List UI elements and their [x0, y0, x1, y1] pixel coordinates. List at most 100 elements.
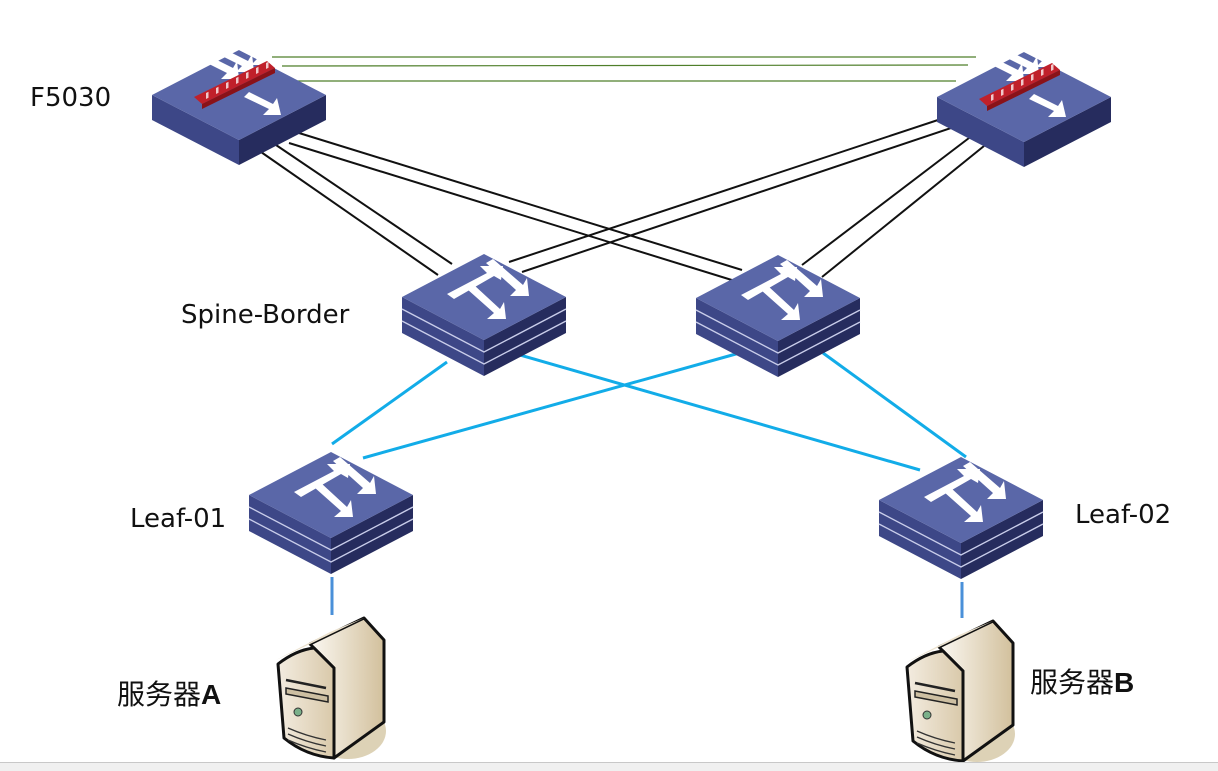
server-power-led: [293, 707, 303, 717]
wall-bar: [194, 61, 275, 104]
arrow-up-icon: [294, 464, 350, 497]
arrow-down-icon: [467, 285, 506, 319]
arrow-icon: [199, 58, 239, 79]
device-side-left: [249, 495, 331, 574]
switch-layer-line: [401, 308, 567, 353]
switch-icon-leaf1[interactable]: [248, 452, 414, 574]
firewall-arrows-icon: [984, 46, 1066, 117]
arrow-icon: [244, 92, 281, 115]
device-top: [152, 50, 326, 140]
server-bay: [914, 681, 956, 693]
wall-bar: [979, 63, 1060, 106]
wall-slot: [206, 91, 209, 99]
wall-slot: [226, 81, 229, 89]
wall-slot: [256, 66, 259, 74]
firewall-arrows-icon: [199, 44, 281, 115]
server-vent: [916, 730, 956, 744]
server-icon-srvA[interactable]: [276, 616, 386, 760]
server-vent: [916, 736, 956, 750]
label-server-b-suffix: B: [1114, 667, 1135, 698]
switch-arrows-icon: [447, 259, 529, 319]
arrow-down-icon: [780, 260, 823, 297]
label-spine-border: Spine-Border: [181, 300, 350, 330]
switch-icon-spine2[interactable]: [695, 255, 861, 377]
arrow-icon: [214, 51, 254, 72]
links-layer: [260, 56, 985, 618]
switch-layer-line: [695, 321, 861, 366]
arrow-down-icon: [963, 462, 1006, 499]
switch-arrows-icon: [294, 457, 376, 517]
arrow-down-icon: [944, 488, 983, 522]
server-icon-srvB[interactable]: [905, 619, 1015, 763]
wall-slot: [1041, 68, 1044, 76]
link-line: [275, 144, 453, 265]
server-bay: [914, 690, 958, 706]
arrow-icon: [229, 44, 269, 65]
wall-slot: [236, 76, 239, 84]
switch-arrows-icon: [924, 462, 1006, 522]
arrow-icon: [1029, 94, 1066, 117]
device-side-left: [152, 95, 239, 165]
switch-layer-line: [401, 320, 567, 365]
arrow-down-icon: [486, 259, 529, 296]
wall-slot: [246, 71, 249, 79]
switch-layer-line: [878, 511, 1044, 556]
device-side-right: [331, 495, 413, 574]
label-server-a-suffix: A: [201, 679, 222, 710]
link-line: [288, 142, 736, 282]
wall-slot: [1011, 83, 1014, 91]
firewall-icon-fw1[interactable]: [152, 44, 326, 165]
arrow-down-icon: [314, 483, 353, 517]
link-line: [298, 132, 743, 271]
link-spine1-leaf2: [505, 349, 921, 472]
wall-slot: [1051, 63, 1054, 72]
device-side-left: [696, 298, 778, 377]
wall-slot: [1021, 78, 1024, 86]
arrow-up-icon: [447, 266, 503, 299]
label-f5030: F5030: [30, 83, 112, 113]
switch-icon-leaf2[interactable]: [878, 457, 1044, 579]
switch-layer-line: [695, 309, 861, 354]
label-server-b: 服务器B: [1030, 661, 1134, 701]
link-fw1-spine1: [260, 144, 453, 276]
devices-layer: [152, 44, 1111, 763]
firewall-wall-icon: [979, 63, 1060, 111]
link-line: [521, 125, 958, 273]
link-spine2-leaf1: [362, 350, 744, 460]
arrow-down-icon: [333, 457, 376, 494]
server-vent: [287, 739, 327, 753]
server-power-led: [922, 710, 932, 720]
arrow-down-icon: [761, 286, 800, 320]
wall-slot: [266, 61, 269, 69]
switch-layer-line: [248, 506, 414, 551]
device-side-left: [402, 297, 484, 376]
arrow-up-icon: [741, 267, 797, 300]
server-top: [276, 618, 364, 660]
server-vent: [287, 733, 327, 747]
firewall-wall-icon: [194, 61, 275, 109]
link-line: [281, 64, 969, 67]
device-side-right: [961, 500, 1043, 579]
device-side-left: [879, 500, 961, 579]
label-server-b-text: 服务器: [1030, 666, 1115, 699]
link-spine1-leaf1: [331, 360, 448, 446]
device-top: [937, 52, 1111, 142]
server-vent: [916, 742, 956, 756]
link-line: [260, 151, 439, 276]
wall-slot: [216, 86, 219, 94]
bottom-status-bar: [0, 762, 1218, 771]
device-side-right: [239, 95, 326, 165]
device-side-right: [778, 298, 860, 377]
link-spine2-leaf2: [822, 351, 967, 459]
link-line: [801, 137, 970, 266]
switch-icon-spine1[interactable]: [401, 254, 567, 376]
server-top: [905, 621, 993, 663]
server-vent: [287, 727, 327, 741]
device-side-left: [937, 97, 1024, 167]
link-line: [508, 117, 945, 263]
server-front: [905, 649, 965, 763]
link-fw1-fw2: [272, 56, 976, 82]
firewall-icon-fw2[interactable]: [937, 46, 1111, 167]
link-line: [821, 145, 985, 278]
